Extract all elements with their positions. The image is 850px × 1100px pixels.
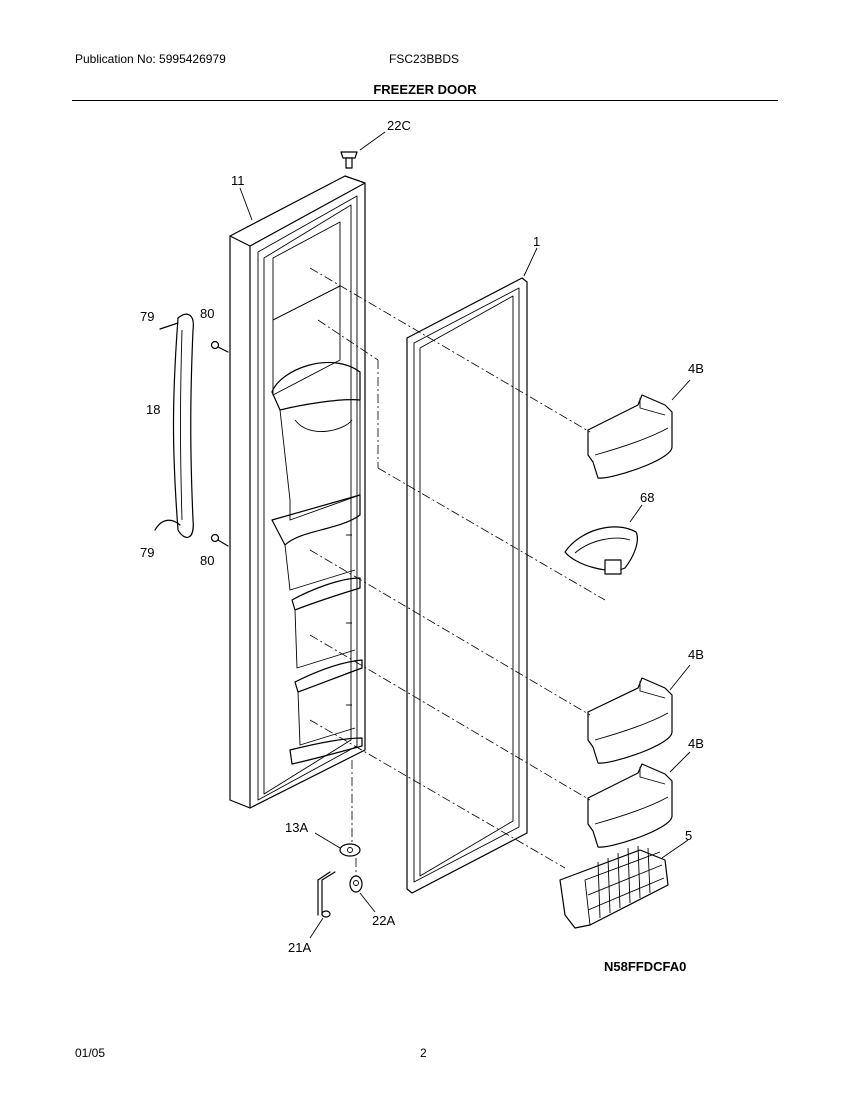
callout-5: 5 <box>685 828 692 843</box>
callout-4b-middle: 4B <box>688 647 704 662</box>
hinge-shim-21a <box>317 871 336 918</box>
header-divider <box>72 100 778 101</box>
page-title: FREEZER DOOR <box>373 82 477 97</box>
callout-13a: 13A <box>285 820 308 835</box>
callout-80-bottom: 80 <box>200 553 214 568</box>
hinge-bracket-13a <box>339 843 361 857</box>
callout-79-top: 79 <box>140 309 154 324</box>
footer-date: 01/05 <box>75 1046 106 1060</box>
egg-tray-68 <box>564 526 638 575</box>
door-inner-liner <box>271 221 363 765</box>
callout-18: 18 <box>146 402 160 417</box>
door-bin-4b-1 <box>587 394 673 479</box>
screw-80-bottom <box>210 533 229 547</box>
hinge-pin-22c <box>340 151 358 169</box>
door-bin-4b-2 <box>587 677 673 764</box>
callout-68: 68 <box>640 490 654 505</box>
callout-21a: 21A <box>288 940 311 955</box>
callout-22c: 22C <box>387 118 411 133</box>
callout-1: 1 <box>533 234 540 249</box>
diagram-code: N58FFDCFA0 <box>604 959 686 974</box>
door-outer-shell <box>229 175 366 809</box>
callout-79-bottom: 79 <box>140 545 154 560</box>
callout-22a: 22A <box>372 913 395 928</box>
callout-80-top: 80 <box>200 306 214 321</box>
callout-leaders <box>239 131 691 939</box>
hinge-pin-22a <box>349 875 363 893</box>
assembly-leader-lines <box>309 267 606 876</box>
wire-basket-5 <box>559 845 669 929</box>
screw-80-top <box>210 340 229 353</box>
door-gasket <box>406 277 528 894</box>
callout-4b-top: 4B <box>688 361 704 376</box>
model-number: FSC23BBDS <box>389 52 460 66</box>
screw-79-bottom <box>154 519 181 531</box>
callout-4b-bottom: 4B <box>688 736 704 751</box>
footer-page-number: 2 <box>420 1046 427 1060</box>
screw-79-top <box>159 322 179 330</box>
door-handle <box>172 313 194 538</box>
door-bin-4b-3 <box>587 763 673 848</box>
publication-number: Publication No: 5995426979 <box>75 52 226 66</box>
callout-11: 11 <box>231 173 245 188</box>
